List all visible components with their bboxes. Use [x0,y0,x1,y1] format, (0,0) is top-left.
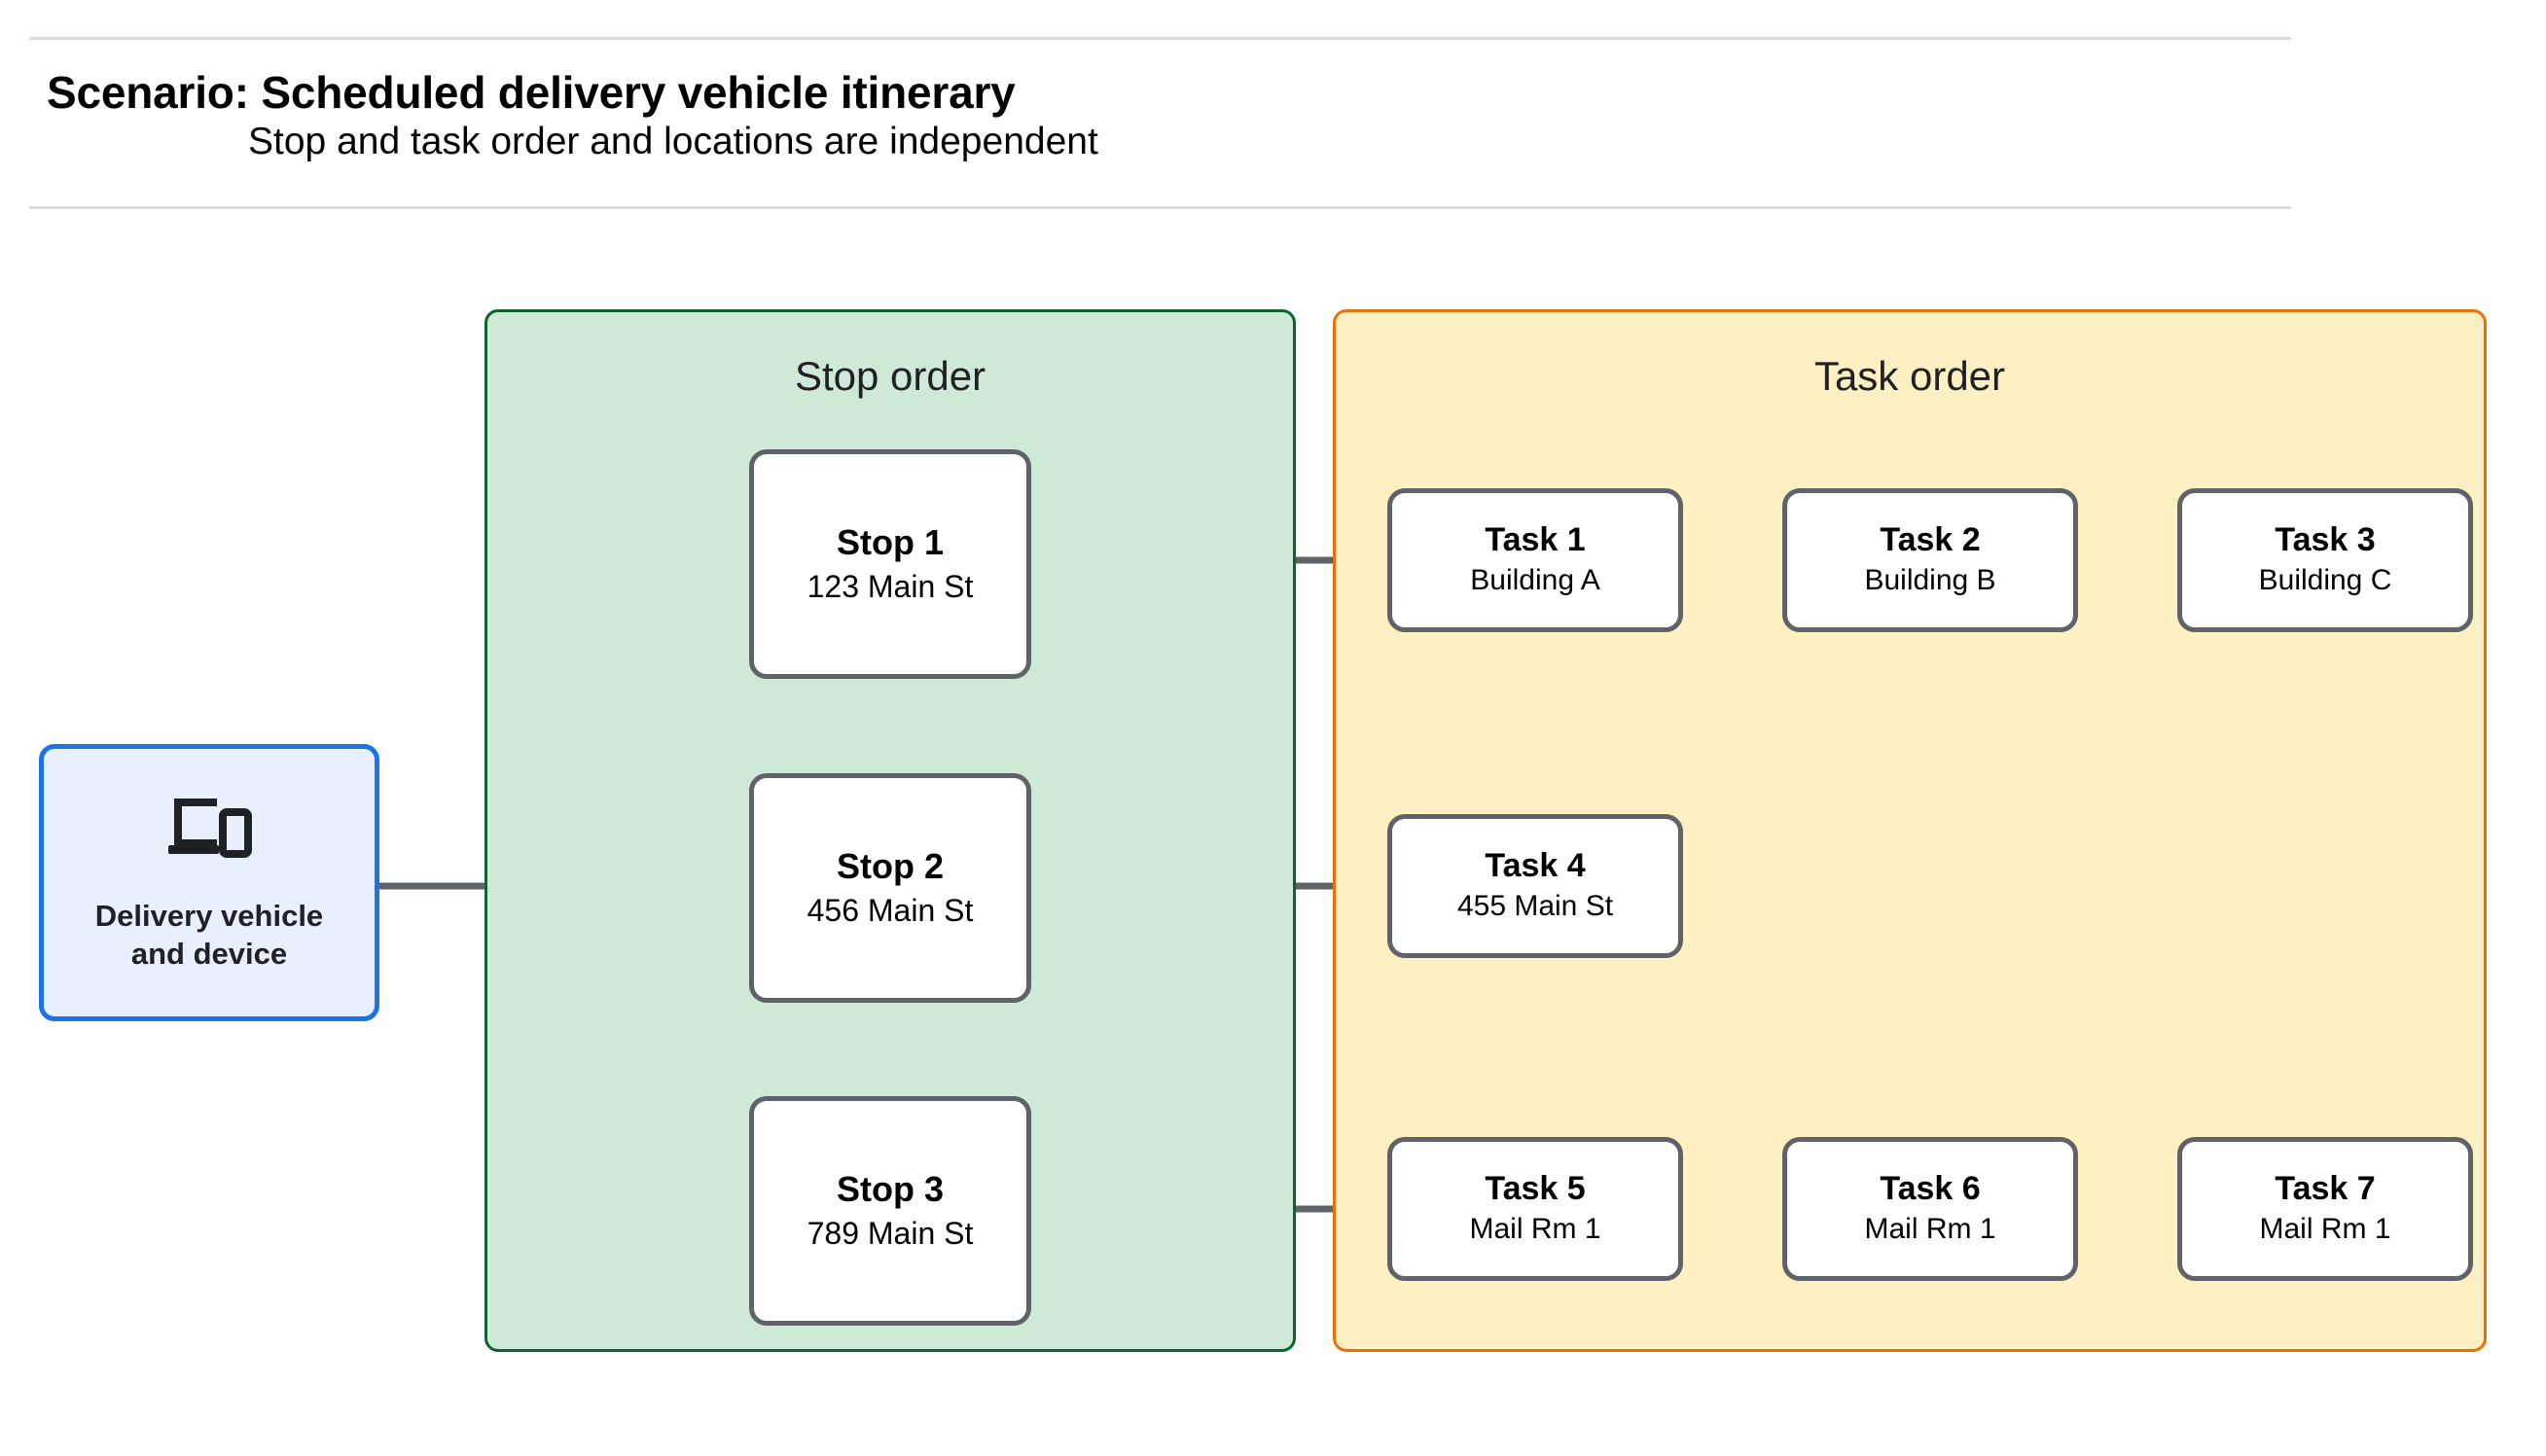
task-card-location: 455 Main St [1456,889,1614,922]
stop-order-panel-title: Stop order [794,353,986,399]
task-card-location: Building A [1470,563,1600,596]
task-card-title: Task 3 [2275,521,2376,559]
stop-card-title: Stop 3 [836,1169,944,1209]
task-order-panel-title: Task order [1813,353,2006,399]
stop-card[interactable]: Stop 1 123 Main St [749,449,1031,679]
task-card-location: Mail Rm 1 [1469,1212,1601,1245]
task-card-location: Building B [1864,563,1996,596]
task-card-title: Task 6 [1880,1170,1981,1208]
stop-card[interactable]: Stop 2 456 Main St [749,773,1031,1003]
stop-card-title: Stop 1 [836,522,944,562]
task-card-title: Task 1 [1485,521,1586,559]
header-divider-bottom [29,206,2291,209]
stop-card-location: 456 Main St [807,892,974,928]
header-divider-top [29,37,2291,40]
stop-card-location: 789 Main St [807,1215,974,1251]
task-card-title: Task 2 [1880,521,1981,559]
task-card-title: Task 7 [2275,1170,2376,1208]
task-card[interactable]: Task 7 Mail Rm 1 [2177,1137,2473,1281]
delivery-vehicle-label: Delivery vehicle and device [94,898,324,971]
stop-card-location: 123 Main St [807,568,974,604]
task-card-location: Mail Rm 1 [2259,1212,2391,1245]
page-subtitle: Stop and task order and locations are in… [248,121,1098,162]
task-card[interactable]: Task 6 Mail Rm 1 [1782,1137,2078,1281]
task-card-title: Task 5 [1485,1170,1586,1208]
stop-card-title: Stop 2 [836,846,944,886]
task-card[interactable]: Task 1 Building A [1387,488,1683,632]
task-card[interactable]: Task 4 455 Main St [1387,814,1683,958]
task-card-title: Task 4 [1485,847,1586,885]
devices-icon [168,798,252,858]
task-card-location: Mail Rm 1 [1864,1212,1996,1245]
stop-card[interactable]: Stop 3 789 Main St [749,1096,1031,1326]
task-card[interactable]: Task 3 Building C [2177,488,2473,632]
task-card[interactable]: Task 5 Mail Rm 1 [1387,1137,1683,1281]
task-card[interactable]: Task 2 Building B [1782,488,2078,632]
task-card-location: Building C [2258,563,2392,596]
page-title: Scenario: Scheduled delivery vehicle iti… [47,67,1016,118]
delivery-vehicle-node[interactable]: Delivery vehicle and device [39,744,379,1021]
